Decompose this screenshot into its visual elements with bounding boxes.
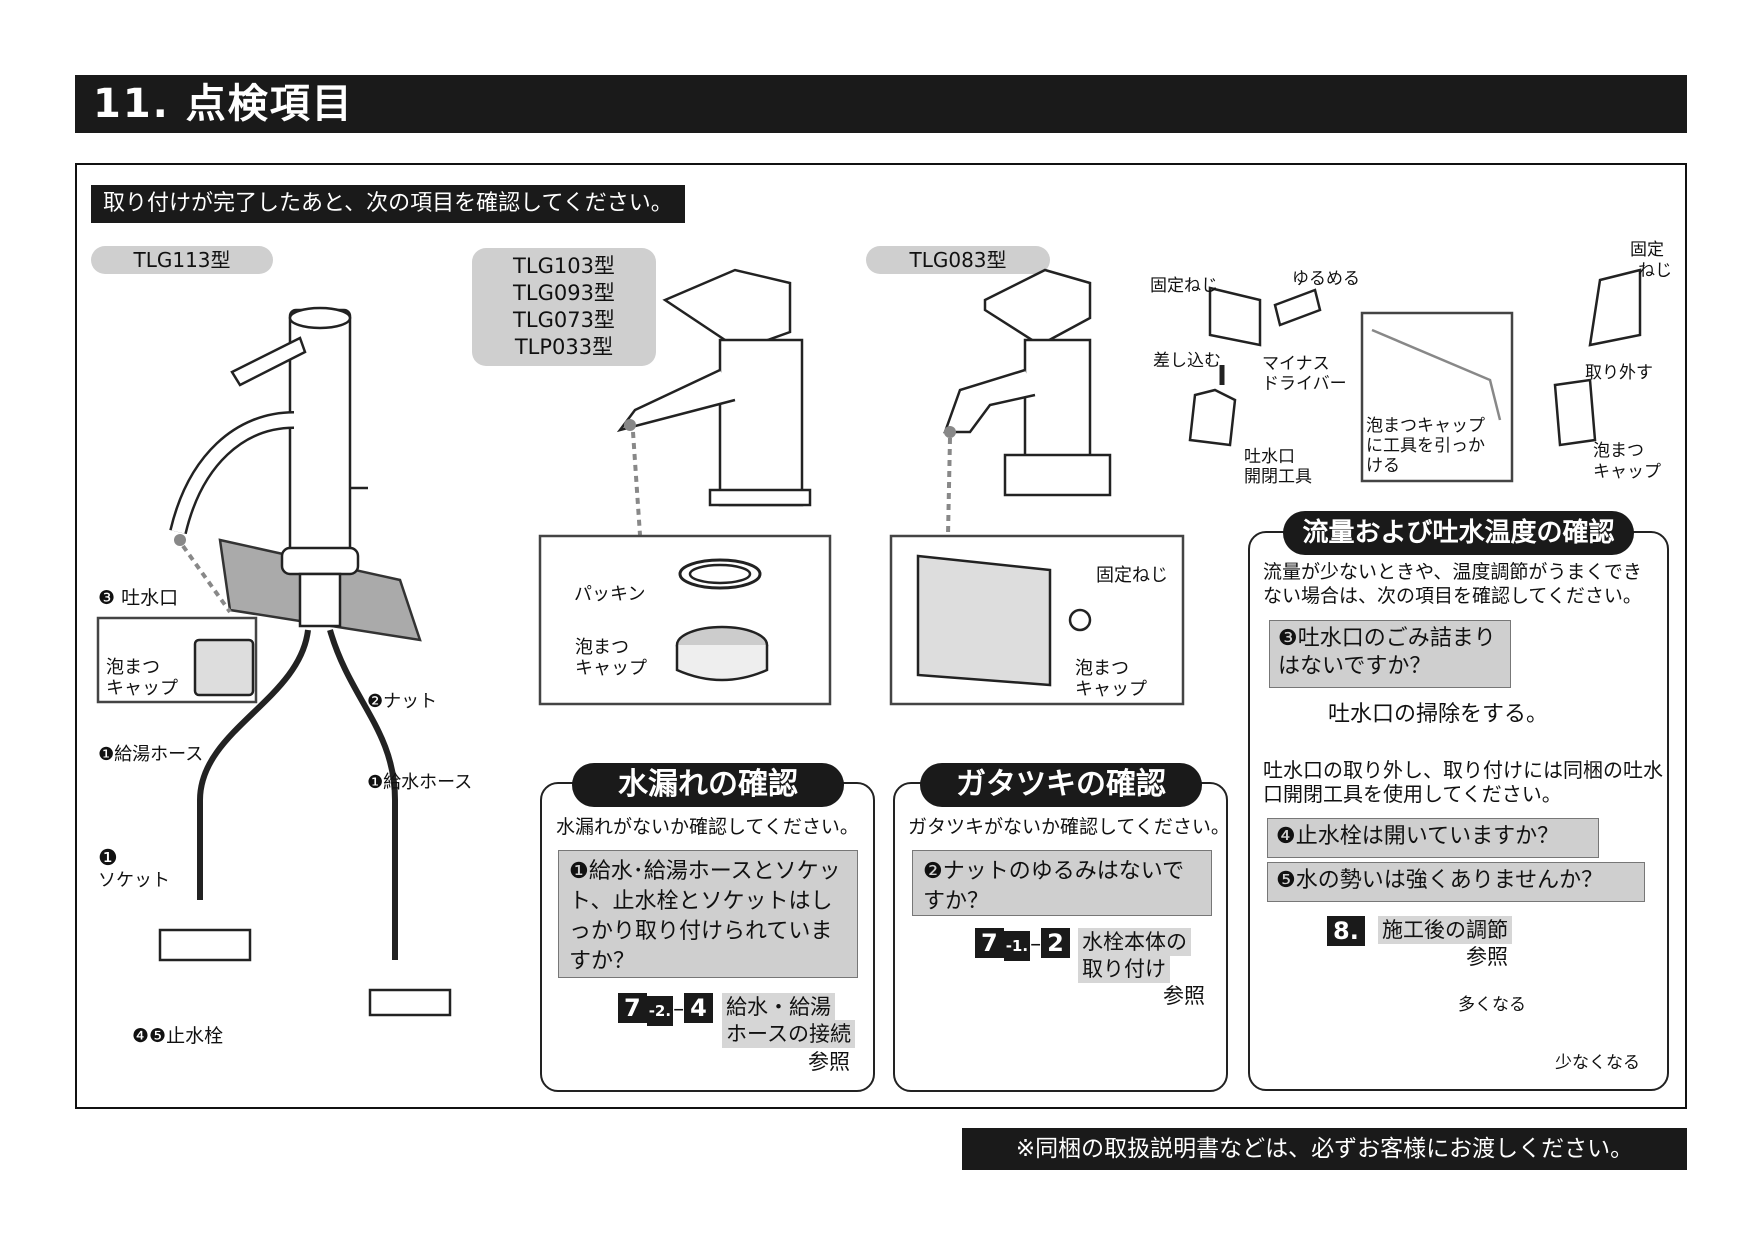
flow-a3: 吐水口の掃除をする。 (1328, 702, 1549, 727)
rattle-title: ガタツキの確認 (920, 763, 1202, 807)
label-hook-3: ける (1366, 456, 1400, 476)
label-aerator-mid-2: キャップ (575, 658, 647, 679)
leak-ref-text-1: 給水・給湯 (722, 993, 835, 1021)
leak-ref: 7-2.–4 (618, 993, 713, 1026)
label-screw2-2: ねじ (1638, 261, 1672, 281)
label-socket: ソケット (98, 870, 170, 891)
label-loosen: ゆるめる (1292, 269, 1360, 289)
intro-banner: 取り付けが完了したあと、次の項目を確認してください。 (91, 185, 685, 223)
label-insert: 差し込む (1153, 351, 1221, 371)
label-hook-2: に工具を引っか (1366, 436, 1485, 456)
rattle-ref: 7-1.–2 (975, 928, 1070, 961)
label-nut: ❷ナット (367, 691, 438, 712)
rattle-ref-num: 2 (1041, 928, 1070, 958)
rattle-question: ❷ナットのゆるみはないですか？ (912, 850, 1212, 916)
flow-ref: 8. (1327, 916, 1365, 946)
label-aerator-left-1: 泡まつ (106, 657, 160, 678)
label-driver-1: マイナス (1262, 354, 1330, 374)
label-tool-aerator-2: キャップ (1593, 462, 1661, 482)
label-hot-hose: ❶給湯ホース (98, 744, 204, 765)
flow-q4: ❹止水栓は開いていますか？ (1267, 818, 1599, 858)
leak-ref-main: 7 (618, 993, 647, 1023)
label-aerator-mid-1: 泡まつ (575, 637, 629, 658)
label-tool-aerator-1: 泡まつ (1593, 441, 1644, 461)
page-title: 11. 点検項目 (75, 75, 1687, 133)
rattle-ref-text-2: 取り付け (1078, 955, 1170, 983)
model-tlg093: TLG093型 (513, 281, 615, 305)
leak-desc: 水漏れがないか確認してください。 (556, 816, 859, 838)
model-tlg073: TLG073型 (513, 308, 615, 332)
flow-less: 少なくなる (1555, 1053, 1640, 1073)
rattle-ref-main: 7 (975, 928, 1004, 958)
rattle-ref-suffix: 参照 (1163, 984, 1205, 1008)
label-aerator-left-2: キャップ (106, 678, 178, 699)
flow-ref-text: 施工後の調節 (1378, 916, 1512, 944)
label-driver-2: ドライバー (1262, 374, 1347, 394)
flow-desc: 流量が少ないときや、温度調節がうまくできない場合は、次の項目を確認してください。 (1263, 561, 1642, 607)
label-tool-2: 開閉工具 (1244, 467, 1312, 487)
label-remove: 取り外す (1585, 363, 1653, 383)
label-socket-num: ❶ (98, 846, 118, 871)
label-cold-hose: ❶給水ホース (367, 772, 473, 793)
rattle-ref-sub: -1. (1003, 931, 1031, 961)
label-spout: ❸ 吐水口 (98, 587, 179, 609)
flow-title: 流量および吐水温度の確認 (1283, 511, 1634, 555)
model-tlp033: TLP033型 (514, 335, 614, 359)
footer-notice: ※同梱の取扱説明書などは、必ずお客様にお渡しください。 (962, 1128, 1687, 1170)
label-aerator-right-2: キャップ (1075, 679, 1147, 700)
label-tool-1: 吐水口 (1244, 447, 1295, 467)
flow-note: 吐水口の取り外し、取り付けには同梱の吐水口開閉工具を使用してください。 (1263, 758, 1663, 806)
flow-ref-main: 8. (1327, 916, 1365, 946)
model-tlg113: TLG113型 (91, 246, 273, 274)
leak-ref-text-2: ホースの接続 (722, 1020, 855, 1048)
label-aerator-right-1: 泡まつ (1075, 658, 1129, 679)
label-fix-screw: 固定ねじ (1096, 565, 1168, 586)
leak-question: ❶給水･給湯ホースとソケット、止水栓とソケットはしっかり取り付けられていますか？ (558, 850, 858, 978)
flow-q5: ❺水の勢いは強くありませんか？ (1267, 862, 1645, 902)
rattle-ref-text-1: 水栓本体の (1078, 928, 1191, 956)
model-tlg103: TLG103型 (513, 254, 615, 278)
leak-ref-sub: -2. (646, 996, 674, 1026)
leak-ref-suffix: 参照 (808, 1050, 850, 1074)
rattle-desc: ガタツキがないか確認してください。 (908, 816, 1230, 838)
content-frame (75, 163, 1687, 1109)
label-valve: ❹❺止水栓 (132, 1025, 224, 1047)
label-hook-1: 泡まつキャップ (1366, 416, 1485, 436)
label-screw2-1: 固定 (1630, 240, 1664, 260)
flow-ref-suffix: 参照 (1466, 945, 1508, 969)
flow-q3: ❸吐水口のごみ詰まりはないですか？ (1269, 620, 1511, 688)
flow-more: 多くなる (1458, 995, 1526, 1015)
model-group: TLG103型 TLG093型 TLG073型 TLP033型 (472, 248, 656, 366)
label-tool-screw: 固定ねじ (1150, 276, 1218, 296)
model-tlg083: TLG083型 (866, 246, 1050, 274)
leak-title: 水漏れの確認 (572, 763, 844, 807)
label-packing: パッキン (574, 584, 646, 605)
leak-ref-num: 4 (684, 993, 713, 1023)
